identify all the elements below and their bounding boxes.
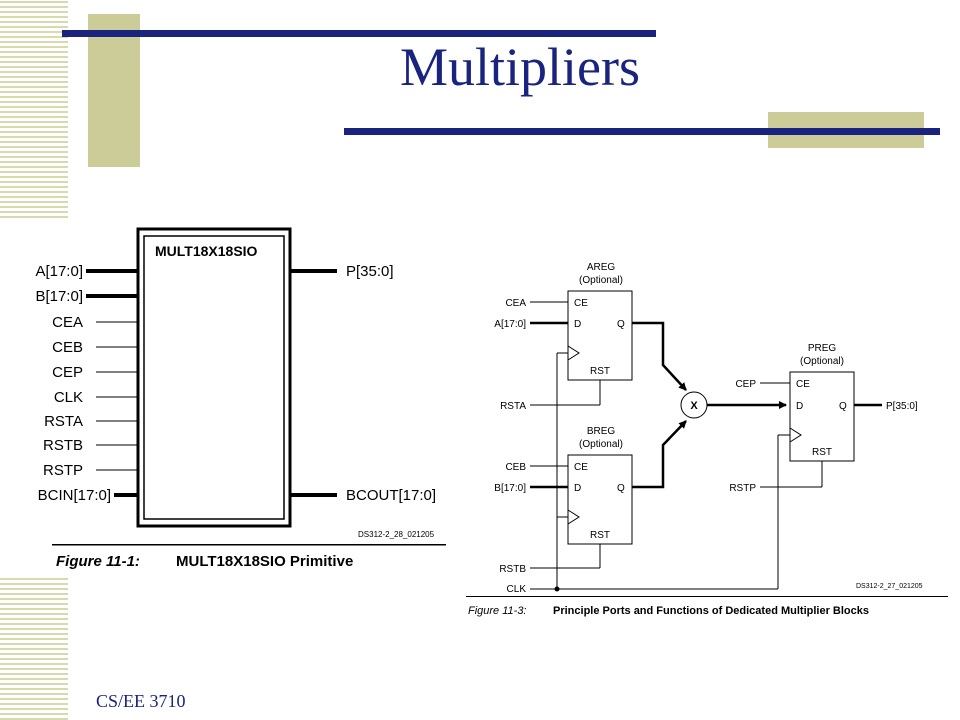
preg-name: PREG	[808, 343, 837, 354]
signal-label-p: P[35:0]	[886, 401, 918, 412]
areg-port-d: D	[574, 319, 581, 330]
figure-code-left: DS312-2_28_021205	[358, 530, 435, 539]
caption-underline-left	[52, 544, 446, 546]
decorative-hatch-top	[0, 0, 68, 218]
input-label-a: A[17:0]	[35, 263, 83, 280]
caption-title-left: MULT18X18SIO Primitive	[176, 553, 353, 570]
signal-label-a: A[17:0]	[494, 319, 526, 330]
preg-register	[789, 371, 855, 462]
input-label-b: B[17:0]	[35, 288, 83, 305]
areg-register	[567, 290, 633, 381]
decorative-olive-block-left	[88, 14, 140, 167]
areg-port-q: Q	[617, 319, 625, 330]
multiply-operator-label: X	[690, 400, 698, 412]
preg-port-d: D	[796, 401, 803, 412]
output-label-bcout: BCOUT[17:0]	[346, 487, 436, 504]
areg-optional: (Optional)	[579, 275, 623, 286]
signal-label-b: B[17:0]	[494, 483, 526, 494]
clk-junction-dot	[554, 586, 560, 592]
input-label-rstb: RSTB	[43, 437, 83, 454]
breg-port-d: D	[574, 483, 581, 494]
areg-port-rst: RST	[590, 366, 610, 377]
breg-port-q: Q	[617, 483, 625, 494]
breg-register	[567, 454, 633, 545]
caption-label-left: Figure 11-1:	[56, 553, 140, 570]
input-label-cea: CEA	[52, 314, 83, 331]
mult18x18sio-primitive-figure: MULT18X18SIO A[17:0] B[17:0] CEA CEB CEP…	[35, 227, 446, 570]
mult18x18sio-block-label: MULT18X18SIO	[155, 243, 258, 259]
decorative-bottom-bar	[344, 128, 940, 135]
decorative-top-bar	[62, 30, 656, 37]
mult18x18sio-block	[136, 227, 292, 528]
preg-clock-triangle	[789, 427, 802, 443]
input-label-ceb: CEB	[52, 339, 83, 356]
signal-label-rstb: RSTB	[499, 564, 526, 575]
slide-title: Multipliers	[400, 37, 640, 97]
preg-optional: (Optional)	[800, 356, 844, 367]
caption-underline-right	[466, 596, 948, 597]
input-label-rstp: RSTP	[43, 462, 83, 479]
signal-label-clk: CLK	[507, 584, 527, 595]
caption-title-right: Principle Ports and Functions of Dedicat…	[553, 605, 869, 617]
signal-label-rstp: RSTP	[729, 483, 756, 494]
signal-label-cep: CEP	[735, 379, 756, 390]
preg-port-q: Q	[839, 401, 847, 412]
signal-label-ceb: CEB	[505, 462, 526, 473]
input-label-bcin: BCIN[17:0]	[38, 487, 111, 504]
mult18x18sio-block-inner	[143, 235, 285, 520]
preg-port-rst: RST	[812, 447, 832, 458]
output-label-p: P[35:0]	[346, 263, 394, 280]
multiplier-block-figure: AREG (Optional) CE D Q RST BREG (Optiona…	[466, 262, 948, 617]
breg-name: BREG	[587, 426, 616, 437]
preg-port-ce: CE	[796, 379, 810, 390]
input-label-rsta: RSTA	[44, 413, 83, 430]
breg-optional: (Optional)	[579, 439, 623, 450]
signal-label-rsta: RSTA	[500, 401, 526, 412]
breg-clock-triangle	[567, 509, 580, 525]
breg-port-rst: RST	[590, 530, 610, 541]
slide-footer: CS/EE 3710	[96, 691, 186, 711]
areg-port-ce: CE	[574, 298, 588, 309]
areg-clock-triangle	[567, 345, 580, 361]
caption-label-right: Figure 11-3:	[468, 605, 527, 617]
areg-name: AREG	[587, 262, 616, 273]
figure-code-right: DS312-2_27_021205	[856, 583, 923, 590]
wires	[530, 301, 882, 590]
breg-port-ce: CE	[574, 462, 588, 473]
decorative-hatch-bottom	[0, 576, 68, 720]
input-label-clk: CLK	[54, 389, 83, 406]
input-label-cep: CEP	[52, 364, 83, 381]
signal-label-cea: CEA	[505, 298, 526, 309]
